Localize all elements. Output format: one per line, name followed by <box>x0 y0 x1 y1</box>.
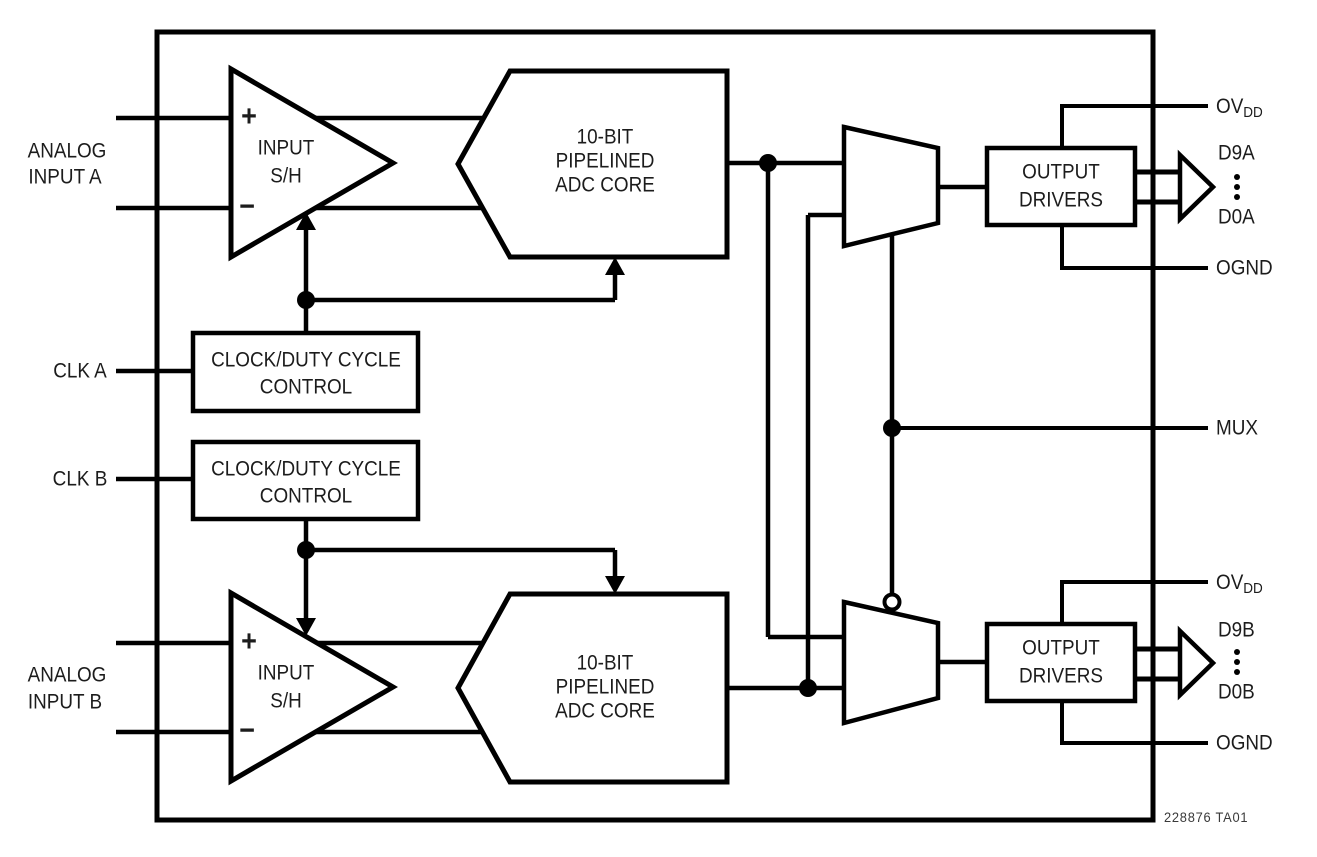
bus-a-ellipsis-dot <box>1234 174 1240 180</box>
bus-b-ellipsis-dot <box>1234 669 1240 675</box>
junction-dot <box>759 154 777 172</box>
analog-input-a-label-line1: ANALOG <box>27 139 107 163</box>
clock-a-sh-arrowhead <box>296 212 316 230</box>
adc-core-a-shape <box>455 68 730 260</box>
junction-dot <box>297 291 315 309</box>
clk-a-label: CLK A <box>53 359 107 383</box>
mux-b-shape <box>841 599 941 726</box>
clock-b-label-line2: CONTROL <box>259 484 353 508</box>
clock-a-adc-arrowhead <box>605 257 625 275</box>
figure-caption: 228876 TA01 <box>1164 809 1249 825</box>
drivers-b-label-line1: OUTPUT <box>1022 636 1100 660</box>
drivers-a-label-line2: DRIVERS <box>1018 188 1104 212</box>
bus-b-ellipsis-dot <box>1234 659 1240 665</box>
sh-a-label-line2: S/H <box>270 164 302 188</box>
sh-b-plus-sign: + <box>241 625 257 658</box>
sh-b-label-line2: S/H <box>270 689 302 713</box>
ovdd-b-label: OVDD <box>1216 572 1263 596</box>
clock-a-label-line2: CONTROL <box>259 375 353 399</box>
analog-input-a-label-line2: INPUT A <box>28 165 102 189</box>
d9a-label: D9A <box>1218 141 1255 165</box>
d9b-label: D9B <box>1218 618 1255 642</box>
ovdd-b-label-main: OV <box>1216 571 1244 594</box>
adc-b-label-line3: ADC CORE <box>555 699 655 723</box>
clock-b-label-line1: CLOCK/DUTY CYCLE <box>211 457 401 481</box>
sh-a-label-line1: INPUT <box>257 136 315 160</box>
clock-b-adc-arrowhead <box>605 576 625 594</box>
bus-a-ellipsis-dot <box>1234 184 1240 190</box>
ovdd-a-label-main: OV <box>1216 95 1244 118</box>
sh-b-label-line1: INPUT <box>257 661 315 685</box>
ovdd-b-label-sub: DD <box>1243 580 1263 597</box>
clk-b-label: CLK B <box>52 467 108 491</box>
drivers-b-label-line2: DRIVERS <box>1018 664 1104 688</box>
adc-a-label-line2: PIPELINED <box>555 149 655 173</box>
sh-amp-b-shape <box>228 588 398 786</box>
junction-dot <box>799 679 817 697</box>
d0b-label: D0B <box>1218 680 1255 704</box>
ognd-a-label: OGND <box>1216 256 1273 280</box>
adc-core-b-shape <box>455 591 730 785</box>
clock-a-label-line1: CLOCK/DUTY CYCLE <box>211 348 401 372</box>
sh-b-minus-sign: − <box>239 714 255 747</box>
adc-b-label-line2: PIPELINED <box>555 675 655 699</box>
sh-a-minus-sign: − <box>239 190 255 223</box>
ovdd-a-label-sub: DD <box>1243 104 1263 121</box>
bus-b-ellipsis-dot <box>1234 649 1240 655</box>
drivers-a-label-line1: OUTPUT <box>1022 160 1100 184</box>
analog-input-b-label-line1: ANALOG <box>27 663 107 687</box>
junction-dot <box>883 419 901 437</box>
adc-b-label-line1: 10-BIT <box>576 651 634 675</box>
adc-a-label-line1: 10-BIT <box>576 125 634 149</box>
clock-box-b-shape <box>190 439 421 522</box>
output-drivers-b-shape <box>984 621 1138 704</box>
adc-a-label-line3: ADC CORE <box>555 173 655 197</box>
sh-a-plus-sign: + <box>241 100 257 133</box>
junction-dot <box>297 541 315 559</box>
analog-input-b-label-line2: INPUT B <box>27 690 103 714</box>
clock-b-sh-arrowhead <box>296 618 316 636</box>
clock-box-a-shape <box>190 330 421 414</box>
bus-arrow-b-icon <box>1177 625 1217 701</box>
bus-a-ellipsis-dot <box>1234 194 1240 200</box>
sh-amp-a-shape <box>228 64 398 262</box>
mux-label: MUX <box>1216 416 1259 440</box>
mux-a-shape <box>841 124 941 249</box>
ovdd-a-label: OVDD <box>1216 96 1263 120</box>
d0a-label: D0A <box>1218 205 1255 229</box>
output-drivers-a-shape <box>984 145 1138 228</box>
bus-arrow-a-icon <box>1177 149 1217 225</box>
invert-bubble-icon <box>882 592 902 612</box>
ognd-b-label: OGND <box>1216 731 1273 755</box>
